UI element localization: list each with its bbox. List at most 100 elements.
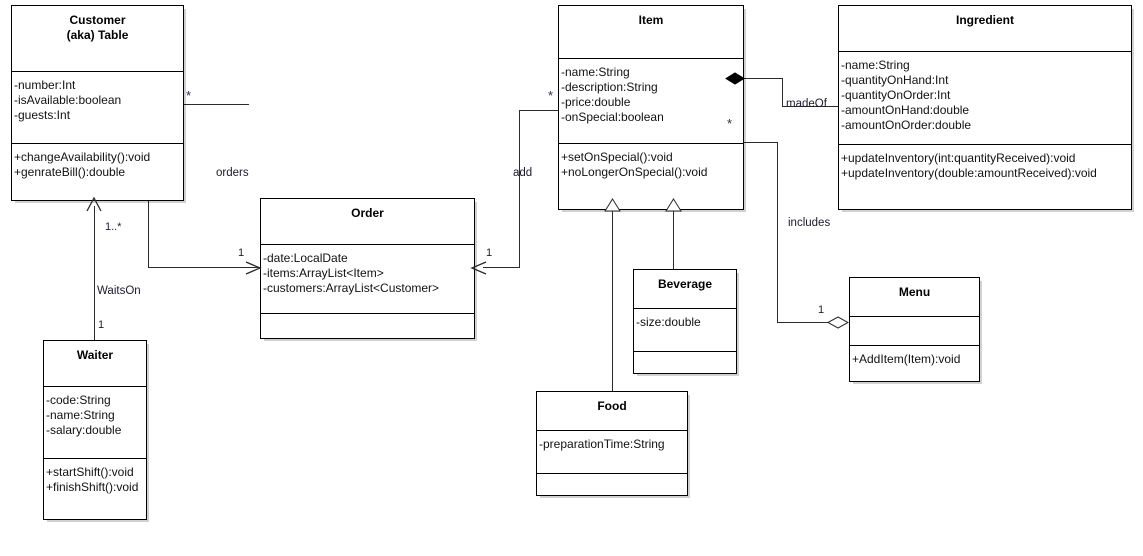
attribute-row: -salary:double [46, 423, 122, 437]
class-separator [559, 58, 743, 59]
connector-food-generalization [612, 210, 613, 392]
attribute-row: -items:ArrayList<Item> [263, 266, 384, 280]
class-name-customer: Customer (aka) Table [66, 13, 129, 42]
method-row: +AddItem(Item):void [852, 352, 961, 366]
class-separator [12, 143, 183, 144]
method-row: +changeAvailability():void [14, 150, 151, 164]
multiplicity-menu-includes: 1 [818, 304, 825, 316]
includes-aggregation-diamond [826, 315, 851, 330]
attribute-row: -customers:ArrayList<Customer> [263, 281, 440, 295]
class-separator [537, 430, 687, 431]
class-attributes-menu [850, 317, 979, 345]
edge-label-includes: includes [788, 217, 831, 229]
attribute-row: -amountOnOrder:double [841, 118, 972, 132]
class-name-food: Food [597, 399, 627, 413]
connector-includes-segment-h2 [777, 322, 829, 323]
attribute-row: -onSpecial:boolean [561, 110, 664, 124]
class-methods-food [537, 474, 687, 498]
class-box-food[interactable]: Food -preparationTime:String [536, 391, 688, 496]
attribute-row: -number:Int [14, 78, 76, 92]
edge-label-add: add [513, 167, 533, 179]
connector-waitson-segment-v [94, 206, 95, 340]
attribute-row: -date:LocalDate [263, 251, 348, 265]
connector-includes-segment-h1 [744, 142, 778, 143]
class-name-menu: Menu [898, 285, 931, 299]
multiplicity-waiter-waitson: 1 [98, 319, 105, 331]
edge-label-madeOf: madeOf [786, 98, 827, 110]
add-open-arrowhead [468, 259, 488, 277]
edge-label-waitsOn: WaitsOn [97, 285, 141, 297]
class-separator [634, 308, 736, 309]
method-row: +genrateBill():double [14, 165, 126, 179]
class-methods-menu: +AddItem(Item):void [850, 346, 979, 373]
attribute-row: -quantityOnOrder:Int [841, 88, 951, 102]
class-separator [537, 473, 687, 474]
attribute-row: -code:String [46, 393, 111, 407]
attribute-row: -name:String [46, 408, 115, 422]
class-name-item: Item [638, 13, 664, 27]
orders-open-arrowhead [244, 259, 264, 277]
class-separator [261, 313, 474, 314]
madeof-composition-diamond [725, 71, 747, 86]
class-attributes-beverage: -size:double [634, 309, 736, 351]
class-name-ingredient: Ingredient [955, 13, 1014, 27]
class-box-item[interactable]: Item -name:String -description:String -p… [558, 5, 744, 210]
class-box-ingredient[interactable]: Ingredient -name:String -quantityOnHand:… [838, 5, 1132, 210]
class-attributes-customer: -number:Int -isAvailable:boolean -guests… [12, 72, 183, 143]
connector-orders-segment-h1 [183, 104, 249, 105]
class-name-waiter: Waiter [76, 348, 114, 362]
class-methods-ingredient: +updateInventory(int:quantityReceived):v… [839, 145, 1131, 187]
class-methods-order [261, 314, 474, 338]
attribute-row: -isAvailable:boolean [14, 93, 122, 107]
class-attributes-order: -date:LocalDate -items:ArrayList<Item> -… [261, 245, 474, 313]
method-row: +startShift():void [46, 465, 134, 479]
method-row: +updateInventory(double:amountReceived):… [841, 166, 1097, 180]
class-box-menu[interactable]: Menu +AddItem(Item):void [849, 277, 980, 382]
attribute-row: -description:String [561, 80, 658, 94]
connector-add-segment-h1 [519, 110, 559, 111]
attribute-row: -amountOnHand:double [841, 103, 970, 117]
class-separator [634, 351, 736, 352]
connector-madeof-segment-v [782, 78, 783, 106]
attribute-row: -preparationTime:String [539, 437, 665, 451]
class-methods-item: +setOnSpecial():void +noLongerOnSpecial(… [559, 144, 743, 186]
class-attributes-item: -name:String -description:String -price:… [559, 59, 743, 143]
class-separator [850, 345, 979, 346]
method-row: +updateInventory(int:quantityReceived):v… [841, 151, 1076, 165]
method-row: +setOnSpecial():void [561, 150, 673, 164]
connector-add-segment-v [519, 110, 520, 267]
attribute-row: -guests:Int [14, 108, 71, 122]
connector-includes-segment-v [777, 142, 778, 322]
multiplicity-order-orders: 1 [238, 247, 245, 259]
class-name-order: Order [351, 206, 384, 220]
class-separator [839, 144, 1131, 145]
class-box-order[interactable]: Order -date:LocalDate -items:ArrayList<I… [260, 198, 475, 339]
multiplicity-customer-waitson: 1..* [105, 221, 122, 233]
class-separator [261, 244, 474, 245]
multiplicity-customer-orders: * [186, 88, 192, 103]
connector-madeof-segment-h2 [782, 106, 839, 107]
attribute-row: -name:String [841, 58, 910, 72]
edge-label-orders: orders [216, 167, 249, 179]
attribute-row: -quantityOnHand:Int [841, 73, 949, 87]
waitson-open-arrowhead [85, 196, 103, 214]
attribute-row: -price:double [561, 95, 631, 109]
class-separator [44, 386, 146, 387]
connector-add-segment-h2 [483, 267, 520, 268]
class-attributes-food: -preparationTime:String [537, 431, 687, 473]
multiplicity-item-add: * [548, 88, 554, 103]
class-methods-customer: +changeAvailability():void +genrateBill(… [12, 144, 183, 186]
class-box-waiter[interactable]: Waiter -code:String -name:String -salary… [43, 340, 147, 520]
class-attributes-waiter: -code:String -name:String -salary:double [44, 387, 146, 458]
class-separator [850, 316, 979, 317]
food-generalization-triangle [604, 198, 621, 212]
method-row: +finishShift():void [46, 480, 139, 494]
beverage-generalization-triangle [665, 198, 682, 212]
connector-madeof-segment-h1 [744, 78, 783, 79]
class-methods-beverage [634, 352, 736, 376]
attribute-row: -name:String [561, 65, 630, 79]
class-box-beverage[interactable]: Beverage -size:double [633, 269, 737, 374]
class-separator [559, 143, 743, 144]
class-box-customer[interactable]: Customer (aka) Table -number:Int -isAvai… [11, 5, 184, 201]
connector-orders-segment-h2 [148, 267, 260, 268]
